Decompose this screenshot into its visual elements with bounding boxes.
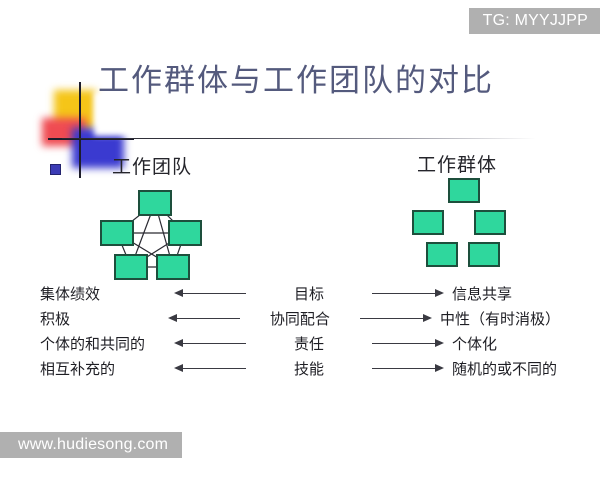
diagram-node: [138, 190, 172, 216]
watermark-bottom-left: www.hudiesong.com: [0, 432, 183, 458]
comparison-table: 集体绩效 目标 信息共享积极 协同配合 中性（有时消极） 个体的和共同的 责任 个体化相互补充…: [40, 282, 560, 382]
diagram-node: [474, 210, 506, 235]
arrow-left-icon: [172, 338, 250, 350]
arrow-right-icon: [368, 363, 446, 375]
diagram-node: [412, 210, 444, 235]
column-heading-work-group: 工作群体: [417, 155, 498, 176]
bullet-square-marker: [50, 164, 61, 175]
comparison-right-label: 中性（有时消极）: [439, 312, 560, 328]
arrow-right-icon: [356, 313, 434, 325]
comparison-dimension-label: 目标: [293, 287, 324, 303]
diagram-node: [168, 220, 202, 246]
comparison-dimension-label: 协同配合: [269, 312, 330, 328]
work-team-network-diagram: [98, 188, 206, 284]
comparison-row: 相互补充的 技能 随机的或不同的: [40, 357, 560, 380]
diagram-node: [468, 242, 500, 267]
diagram-node: [114, 254, 148, 280]
diagram-node: [156, 254, 190, 280]
comparison-right-label: 随机的或不同的: [452, 362, 558, 378]
title-divider-rule: [62, 138, 536, 139]
comparison-dimension-label: 技能: [293, 362, 324, 378]
comparison-row: 个体的和共同的 责任 个体化: [40, 332, 560, 355]
comparison-left-label: 积极: [40, 312, 71, 328]
comparison-row: 积极 协同配合 中性（有时消极）: [40, 307, 560, 330]
diagram-node: [100, 220, 134, 246]
work-group-scatter-diagram: [412, 172, 516, 268]
comparison-left-label: 个体的和共同的: [40, 337, 146, 353]
column-heading-work-team: 工作团队: [112, 157, 193, 178]
arrow-right-icon: [368, 338, 446, 350]
comparison-right-label: 个体化: [452, 337, 498, 353]
comparison-right-label: 信息共享: [452, 287, 513, 303]
arrow-left-icon: [166, 313, 244, 325]
logo-horizontal-bar: [48, 138, 134, 140]
diagram-node: [448, 178, 480, 203]
comparison-dimension-label: 责任: [293, 337, 324, 353]
arrow-left-icon: [172, 288, 250, 300]
arrow-right-icon: [368, 288, 446, 300]
comparison-left-label: 集体绩效: [40, 287, 101, 303]
comparison-row: 集体绩效 目标 信息共享: [40, 282, 560, 305]
diagram-node: [426, 242, 458, 267]
watermark-top-right: TG: MYYJJPP: [468, 8, 600, 34]
logo-white-square: [94, 92, 138, 136]
logo-vertical-bar: [79, 82, 81, 178]
arrow-left-icon: [172, 363, 250, 375]
page-title: 工作群体与工作团队的对比: [98, 63, 494, 98]
comparison-left-label: 相互补充的: [40, 362, 116, 378]
decorative-logo: [42, 82, 138, 182]
